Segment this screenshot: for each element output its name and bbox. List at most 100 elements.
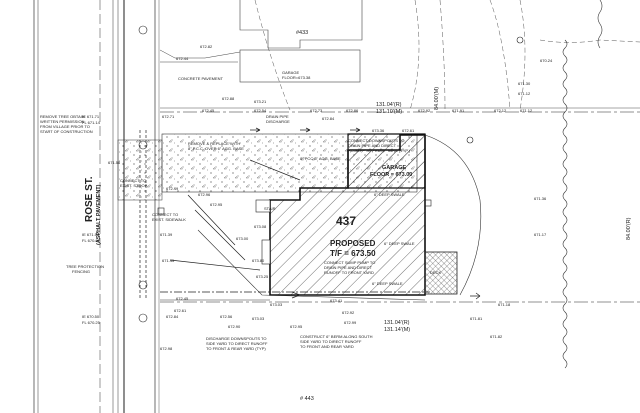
neighbor-north-number: #433 (296, 30, 308, 36)
elev-w7: 672.49 (166, 186, 179, 191)
proposed-garage-floor: FLOOR = 673.00 (370, 172, 412, 178)
elev-s4: 673.03 (270, 302, 283, 307)
lot-lines (160, 107, 640, 303)
elev-s14: 672.98 (160, 346, 173, 351)
elev-n8: 673.36 (372, 128, 385, 133)
elev-n4: 673.21 (254, 99, 267, 104)
site-symbols (138, 25, 524, 323)
neighbor-south-number: # 443 (300, 396, 314, 402)
flow-arrows (139, 127, 481, 300)
note-swale-1: 6" DEEP SWALE (374, 192, 405, 197)
elev-s5: 673.41 (330, 298, 343, 303)
west-boundary: 84.00'(M) (434, 87, 440, 110)
note-drain-pipe: DRAIN PIPE DISCHARGE (266, 114, 290, 124)
front-stair (255, 199, 271, 213)
south-boundary-rec: 131.04'(R) (384, 320, 410, 326)
elev-n1: 672.88 (222, 96, 235, 101)
street-name: ROSE ST. (84, 176, 95, 222)
existing-garage-label: GARAGE (282, 70, 299, 75)
elev-w5: 673.80 (252, 258, 265, 263)
house-number: 437 (336, 214, 356, 228)
note-tree-protection: TREE PROTECTION FENCING (66, 264, 105, 274)
note-deck: DECK (430, 270, 441, 275)
elev-w8: 672.96 (198, 192, 211, 197)
elev-n3: 672.54 (254, 108, 267, 113)
pavement-label: CONCRETE PAVEMENT (178, 76, 224, 81)
elev-n14: 672.12 (494, 108, 507, 113)
tree-symbol-ne (466, 136, 474, 144)
contour-lines (254, 0, 640, 111)
elev-ne1: 671.12 (518, 91, 531, 96)
elev-e1: 671.36 (534, 196, 547, 201)
ie-nw: IE 671.71 (82, 114, 100, 119)
elev-s10: 671.82 (490, 334, 503, 339)
south-boundary-meas: 131.14'(M) (384, 327, 410, 333)
fl-nw: FL 671.14 (82, 120, 101, 125)
note-sump: CONNECT SUMP PUMP TO DRAIN PIPE AND DIRE… (324, 260, 377, 275)
top-pavement (159, 49, 241, 63)
elev-e3: 671.18 (498, 302, 511, 307)
elev-sw-north-b: 672.44 (176, 56, 189, 61)
elev-s13: 672.84 (166, 314, 179, 319)
proposed-label: PROPOSED (330, 239, 376, 248)
elev-n2: 672.45 (202, 108, 215, 113)
elev-s11: 672.90 (228, 324, 241, 329)
elev-s8: 672.99 (344, 320, 357, 325)
elev-w9: 672.95 (210, 202, 223, 207)
elev-w2: 671.56 (108, 160, 121, 165)
tree-line (562, 0, 603, 369)
street-lines (33, 0, 160, 413)
note-stair: STAIR (264, 206, 276, 211)
elev-sw-north: 672.82 (200, 44, 213, 49)
elev-n5: 672.73 (310, 108, 323, 113)
proposed-tf: T/F = 673.50 (330, 249, 376, 258)
elev-n6: 672.84 (322, 116, 335, 121)
fl-sw: FL 670.25 (82, 320, 101, 325)
spot-elevations: 672.82 672.44 672.88 672.45 672.54 673.2… (108, 44, 553, 351)
meter-box (424, 199, 432, 207)
elev-n12: 671.12 (520, 108, 533, 113)
tree-symbol-e (516, 36, 524, 44)
fl-w: FL 670.87 (82, 238, 101, 243)
note-remove-tree: REMOVE TREE OBTAIN WRITTEN PERMISSION FR… (40, 114, 93, 134)
manhole-symbol (138, 313, 148, 323)
elev-n11: 671.91 (452, 108, 465, 113)
note-connect-sidewalk: CONNECT TO EXIST. SIDEWALK (152, 212, 186, 222)
note-driveway: REMOVE & REPLACE WITH 8" P.C.C. OVER 6" … (188, 141, 244, 151)
elev-s1: 672.45 (176, 296, 189, 301)
note-connect-stoop: CONNECT TO EXIST. STOOP (120, 178, 148, 188)
elev-w4: 673.08 (254, 224, 267, 229)
elev-n7: 672.86 (346, 108, 359, 113)
elev-ne2: 670.24 (540, 58, 553, 63)
elev-s6: 672.95 (290, 324, 303, 329)
note-pcc: 8" PCC 6" AGG. BASE (300, 156, 341, 161)
elev-s9: 671.81 (470, 316, 483, 321)
ie-sw: IE 670.50 (82, 314, 100, 319)
elev-s2: 672.61 (174, 308, 187, 313)
elev-w11: 671.39 (160, 232, 173, 237)
drainage-swale (160, 134, 482, 301)
north-boundary-meas: 131.10'(M) (376, 109, 402, 115)
water-box (157, 207, 165, 215)
north-boundary-rec: 131.04'(R) (376, 102, 402, 108)
proposed-garage-label: GARAGE (382, 165, 406, 171)
tree-symbol-w2 (138, 280, 148, 290)
note-swale-3: 6" DEEP SWALE (372, 281, 403, 286)
deck-area (424, 251, 458, 295)
elev-s3: 672.56 (220, 314, 233, 319)
east-boundary: 84.00'(R) (626, 217, 632, 240)
note-downspout-south: DISCHARGE DOWNSPOUTS TO SIDE YARD TO DIR… (206, 336, 269, 351)
ie-w: IE 671.58 (82, 232, 100, 237)
elev-w1: 672.71 (162, 114, 175, 119)
elev-s7: 672.92 (342, 310, 355, 315)
tree-symbol-w1 (138, 140, 148, 150)
note-berm: CONSTRUCT 6" BERM ALONG SOUTH SIDE YARD … (300, 334, 374, 349)
elev-n10: 672.92 (418, 108, 431, 113)
elev-e2: 671.17 (534, 232, 547, 237)
elev-w3: 673.00 (236, 236, 249, 241)
elev-s12: 673.03 (252, 316, 265, 321)
tree-symbol-nw (138, 25, 148, 35)
neighbor-north-building (239, 0, 363, 83)
note-swale-2: 6" DEEP SWALE (384, 241, 415, 246)
elev-n9: 672.61 (402, 128, 415, 133)
